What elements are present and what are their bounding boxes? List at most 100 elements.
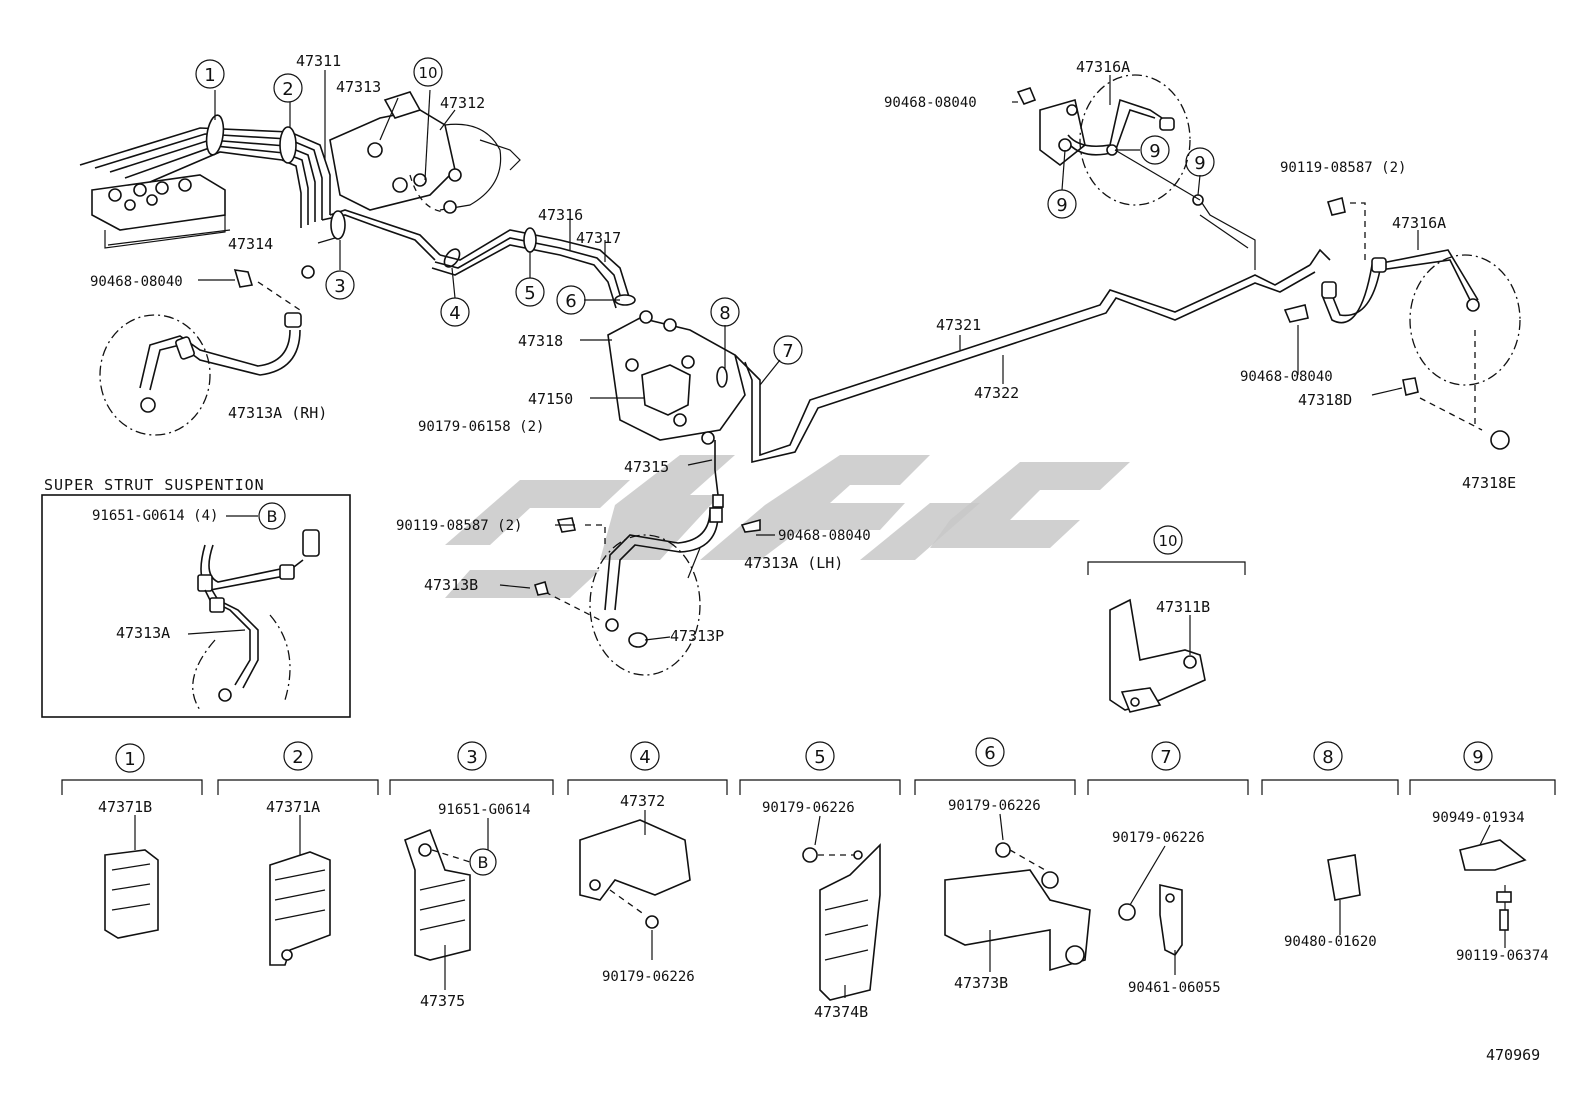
callout-B-detail-label: B — [478, 853, 489, 872]
label-47318D: 47318D — [1298, 391, 1352, 409]
label-47371A: 47371A — [266, 798, 320, 816]
detail-callout-9-label: 9 — [1472, 747, 1483, 768]
callout-9a-label: 9 — [1149, 141, 1160, 162]
drawing-number: 470969 — [1486, 1046, 1540, 1064]
label-91651-G0614: 91651-G0614 — [438, 802, 531, 818]
callout-3 — [325, 270, 355, 300]
detail-callout-6 — [975, 737, 1005, 767]
label-90468-lh: 90468-08040 — [778, 528, 871, 544]
callout-B-inset-label: B — [267, 507, 278, 526]
label-47313: 47313 — [336, 78, 381, 96]
label-90468-rh: 90468-08040 — [90, 274, 183, 290]
callout-6-label: 6 — [565, 291, 576, 312]
detail-10-bracket — [1087, 561, 1246, 713]
detail-callout-3 — [457, 741, 487, 771]
callout-9c — [1185, 147, 1215, 177]
callout-9c-label: 9 — [1194, 153, 1205, 174]
detail-callout-1 — [115, 743, 145, 773]
label-90468-top: 90468-08040 — [884, 95, 977, 111]
callout-9b — [1047, 189, 1077, 219]
label-90480-01620: 90480-01620 — [1284, 934, 1377, 950]
callout-5 — [515, 277, 545, 307]
detail-labels: 47371B 47371A 91651-G0614 47375 47372 90… — [98, 792, 1549, 1064]
detail-callout-8 — [1313, 741, 1343, 771]
callout-8-label: 8 — [719, 303, 730, 324]
detail-callout-7 — [1151, 741, 1181, 771]
callout-B-detail — [469, 848, 497, 876]
label-47321: 47321 — [936, 316, 981, 334]
label-47313P: 47313P — [670, 627, 724, 645]
callout-B-inset — [258, 502, 286, 530]
watermark-logo — [445, 455, 1130, 598]
label-47316: 47316 — [538, 206, 583, 224]
label-90119-lh: 90119-08587 (2) — [396, 518, 522, 534]
callout-circles: 1 2 3 4 5 6 7 8 10 9 9 9 10 B B — [195, 57, 1215, 876]
detail-callout-5-label: 5 — [814, 747, 825, 768]
label-90468-rear: 90468-08040 — [1240, 369, 1333, 385]
detail-callout-2-label: 2 — [292, 747, 303, 768]
callout-7 — [773, 335, 803, 365]
front-rh-hose — [99, 265, 315, 436]
callout-1 — [195, 59, 225, 89]
callout-8 — [710, 297, 740, 327]
label-90179-06226-d5: 90179-06226 — [762, 800, 855, 816]
callout-6 — [556, 285, 586, 315]
label-47318E: 47318E — [1462, 474, 1516, 492]
label-90949-01934: 90949-01934 — [1432, 810, 1525, 826]
label-47322: 47322 — [974, 384, 1019, 402]
callout-10-detail-label: 10 — [1158, 532, 1177, 550]
label-47318: 47318 — [518, 332, 563, 350]
rear-top-hose — [1016, 74, 1201, 206]
callout-3-label: 3 — [334, 276, 345, 297]
label-90179-06226-d6: 90179-06226 — [948, 798, 1041, 814]
label-47311B: 47311B — [1156, 598, 1210, 616]
label-47313A-lh: 47313A (LH) — [744, 554, 843, 572]
label-47312: 47312 — [440, 94, 485, 112]
label-47375: 47375 — [420, 992, 465, 1010]
callout-9b-label: 9 — [1056, 195, 1067, 216]
label-47311: 47311 — [296, 52, 341, 70]
inset-title: SUPER STRUT SUSPENTION — [44, 476, 265, 494]
callout-1-label: 1 — [204, 65, 215, 86]
label-47316A-rear: 47316A — [1392, 214, 1446, 232]
detail-callouts: 1 2 3 4 5 6 7 8 9 — [115, 737, 1493, 773]
callout-5-label: 5 — [524, 283, 535, 304]
callout-4-label: 4 — [449, 303, 460, 324]
label-90179-06226-d4: 90179-06226 — [602, 969, 695, 985]
callout-10-label: 10 — [418, 64, 437, 82]
label-47317: 47317 — [576, 229, 621, 247]
detail-row — [61, 779, 1556, 1001]
detail-callout-4 — [630, 741, 660, 771]
rear-rh-hose — [1283, 196, 1521, 450]
callout-10-detail — [1153, 525, 1183, 555]
detail-callout-3-label: 3 — [466, 747, 477, 768]
label-47371B: 47371B — [98, 798, 152, 816]
callout-10 — [413, 57, 443, 87]
front-to-rear-pipes — [431, 194, 1331, 508]
label-inset-91651: 91651-G0614 (4) — [92, 508, 218, 524]
detail-callout-2 — [283, 741, 313, 771]
label-47372: 47372 — [620, 792, 665, 810]
callout-2-label: 2 — [282, 79, 293, 100]
callout-4 — [440, 297, 470, 327]
detail-callout-8-label: 8 — [1322, 747, 1333, 768]
callout-2 — [273, 73, 303, 103]
label-47150: 47150 — [528, 390, 573, 408]
detail-callout-9 — [1463, 741, 1493, 771]
label-47315: 47315 — [624, 458, 669, 476]
detail-callout-4-label: 4 — [639, 747, 650, 768]
callout-7-label: 7 — [782, 341, 793, 362]
label-47316A-top: 47316A — [1076, 58, 1130, 76]
callout-9a — [1140, 135, 1170, 165]
label-90461-06055: 90461-06055 — [1128, 980, 1221, 996]
label-47313A-rh: 47313A (RH) — [228, 404, 327, 422]
inset-super-strut — [41, 494, 351, 718]
label-90179-06226-d7: 90179-06226 — [1112, 830, 1205, 846]
detail-callout-7-label: 7 — [1160, 747, 1171, 768]
label-47313B: 47313B — [424, 576, 478, 594]
part-labels: 47311 47313 47312 47314 90468-08040 4731… — [44, 52, 1516, 645]
label-47314: 47314 — [228, 235, 273, 253]
label-90119-06374: 90119-06374 — [1456, 948, 1549, 964]
